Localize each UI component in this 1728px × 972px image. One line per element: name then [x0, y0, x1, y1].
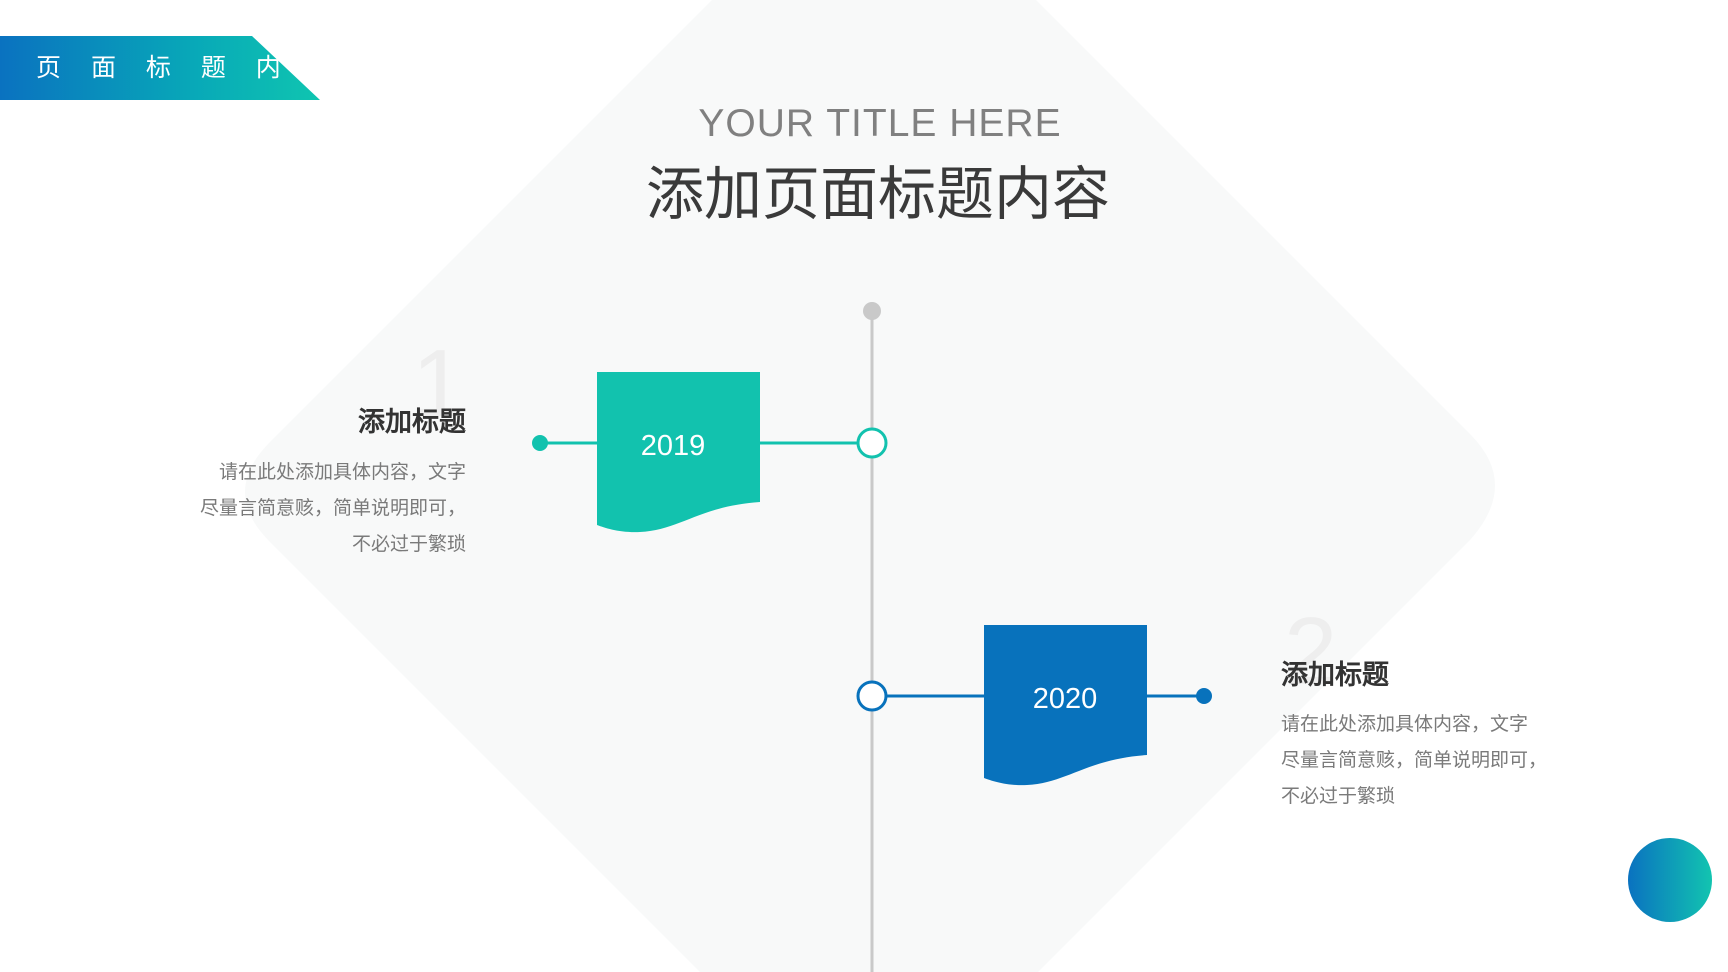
item-1-year-flag [597, 372, 760, 533]
item-1-desc-line: 尽量言简意赅，简单说明即可， [199, 497, 466, 519]
item-2-desc-line: 不必过于繁琐 [1281, 785, 1396, 807]
timeline-axis-start-dot [863, 302, 881, 320]
timeline-number-2: 2 [1284, 598, 1338, 705]
item-2-axis-node [856, 680, 888, 712]
header-tag-label: 页 面 标 题 内 容 [36, 53, 347, 82]
item-2-title: 添加标题 [1281, 660, 1389, 691]
item-1-description: 请在此处添加具体内容，文字 尽量言简意赅，简单说明即可， 不必过于繁琐 [200, 454, 466, 562]
item-1-desc-line: 不必过于繁琐 [351, 533, 466, 555]
item-2-desc-line: 尽量言简意赅，简单说明即可， [1281, 749, 1548, 771]
item-1-title: 添加标题 [358, 407, 466, 438]
decorative-gradient-circle [1628, 838, 1712, 922]
item-2-description: 请在此处添加具体内容，文字 尽量言简意赅，简单说明即可， 不必过于繁琐 [1281, 706, 1547, 814]
title-english: YOUR TITLE HERE [698, 102, 1062, 145]
item-2-desc-line: 请在此处添加具体内容，文字 [1281, 713, 1529, 735]
item-2-end-dot [1196, 688, 1212, 704]
timeline-number-1: 1 [412, 330, 466, 437]
item-1-end-dot [532, 435, 548, 451]
title-chinese: 添加页面标题内容 [645, 160, 1110, 228]
item-1-year: 2019 [640, 430, 706, 462]
item-2-year: 2020 [1032, 683, 1098, 715]
item-2-year-flag [984, 625, 1147, 786]
item-1-axis-node [856, 427, 888, 459]
item-1-desc-line: 请在此处添加具体内容，文字 [218, 461, 466, 483]
